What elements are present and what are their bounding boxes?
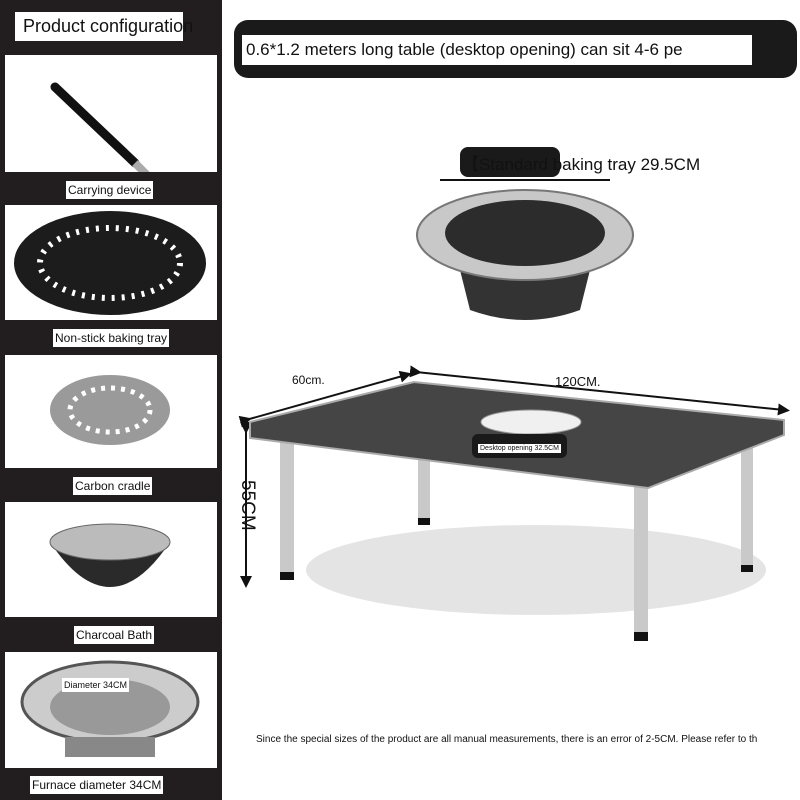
panel-label: Furnace diameter 34CM: [30, 776, 164, 794]
panel-label: Non-stick baking tray: [53, 329, 170, 347]
desktop-opening-label: Desktop opening 32.5CM: [472, 434, 567, 458]
panel-label: Carrying device: [66, 181, 154, 199]
furnace-icon: [20, 660, 200, 757]
panel-furnace: [5, 652, 217, 768]
grill-pot-image: [416, 179, 634, 320]
panel-label: Carbon cradle: [73, 477, 153, 495]
panel-charcoal-bath: [5, 502, 217, 617]
sidebar-title: Product configuration: [15, 12, 193, 41]
panel-carbon-cradle: [5, 355, 217, 468]
perforated-plate-icon: [50, 375, 170, 445]
headline-text: 0.6*1.2 meters long table (desktop openi…: [242, 35, 752, 65]
width-dimension: 60cm.: [292, 373, 325, 387]
table-image: [238, 365, 790, 641]
tray-label: 【Standard baking tray 29.5CM: [459, 147, 700, 177]
panel-baking-tray: [5, 205, 217, 320]
furnace-diameter-label: Diameter 34CM: [62, 678, 130, 692]
panel-carrying-device: [5, 55, 217, 186]
panel-label: Charcoal Bath: [74, 626, 155, 644]
baking-tray-icon: [14, 211, 206, 315]
height-dimension: 55CM: [237, 480, 258, 531]
handle-icon: [50, 82, 158, 186]
measurement-note: Since the special sizes of the product a…: [256, 734, 758, 745]
length-dimension: 120CM.: [555, 374, 601, 389]
bowl-icon: [49, 523, 171, 587]
